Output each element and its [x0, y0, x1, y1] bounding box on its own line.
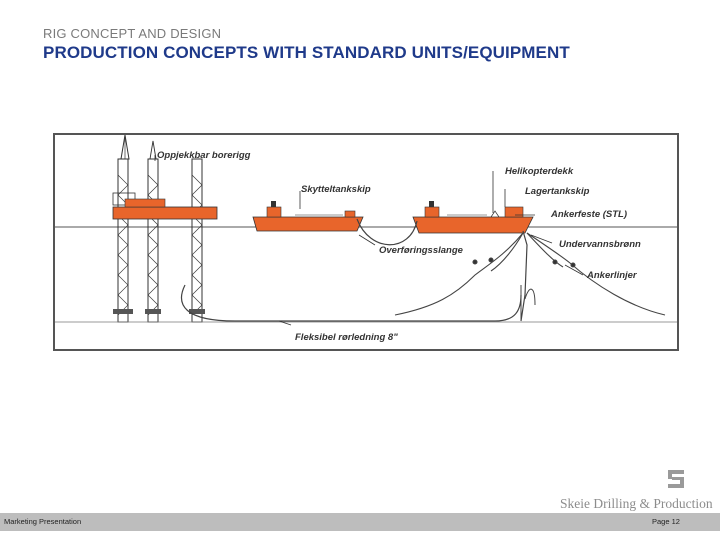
page-number: Page 12 — [652, 517, 680, 526]
label-shuttle: Skytteltankskip — [301, 184, 371, 195]
section-kicker: RIG CONCEPT AND DESIGN — [43, 26, 222, 41]
label-hose: Overføringsslange — [379, 245, 464, 256]
storage-tanker — [412, 201, 534, 234]
diagram-canvas: Oppjekkbar borerigg Skytteltankskip Over… — [55, 135, 677, 343]
label-anchor-point: Ankerfeste (STL) — [550, 209, 627, 220]
label-storage: Lagertankskip — [525, 186, 590, 197]
footer-bar: Marketing Presentation Page 12 — [0, 513, 720, 531]
production-concept-diagram: Oppjekkbar borerigg Skytteltankskip Over… — [53, 133, 679, 351]
label-subsea-well: Undervannsbrønn — [559, 239, 641, 250]
footer-presentation-label: Marketing Presentation — [4, 517, 82, 526]
shuttle-tanker — [252, 201, 364, 232]
company-logo: Skeie Drilling & Production — [560, 468, 715, 514]
label-jackup: Oppjekkbar borerigg — [157, 150, 251, 161]
logo-mark-icon — [668, 470, 684, 488]
leader-lines — [154, 155, 584, 326]
label-helideck: Helikopterdekk — [505, 166, 574, 177]
transfer-hose — [356, 218, 418, 246]
jackup-rig — [112, 135, 218, 323]
anchor-lines — [394, 232, 666, 316]
logo-text: Skeie Drilling & Production — [560, 496, 713, 511]
flexible-pipeline — [180, 284, 522, 322]
label-pipeline: Fleksibel rørledning 8" — [295, 332, 398, 343]
stl-riser — [520, 230, 536, 322]
label-anchor-lines: Ankerlinjer — [586, 270, 638, 281]
page-title: PRODUCTION CONCEPTS WITH STANDARD UNITS/… — [43, 43, 570, 62]
